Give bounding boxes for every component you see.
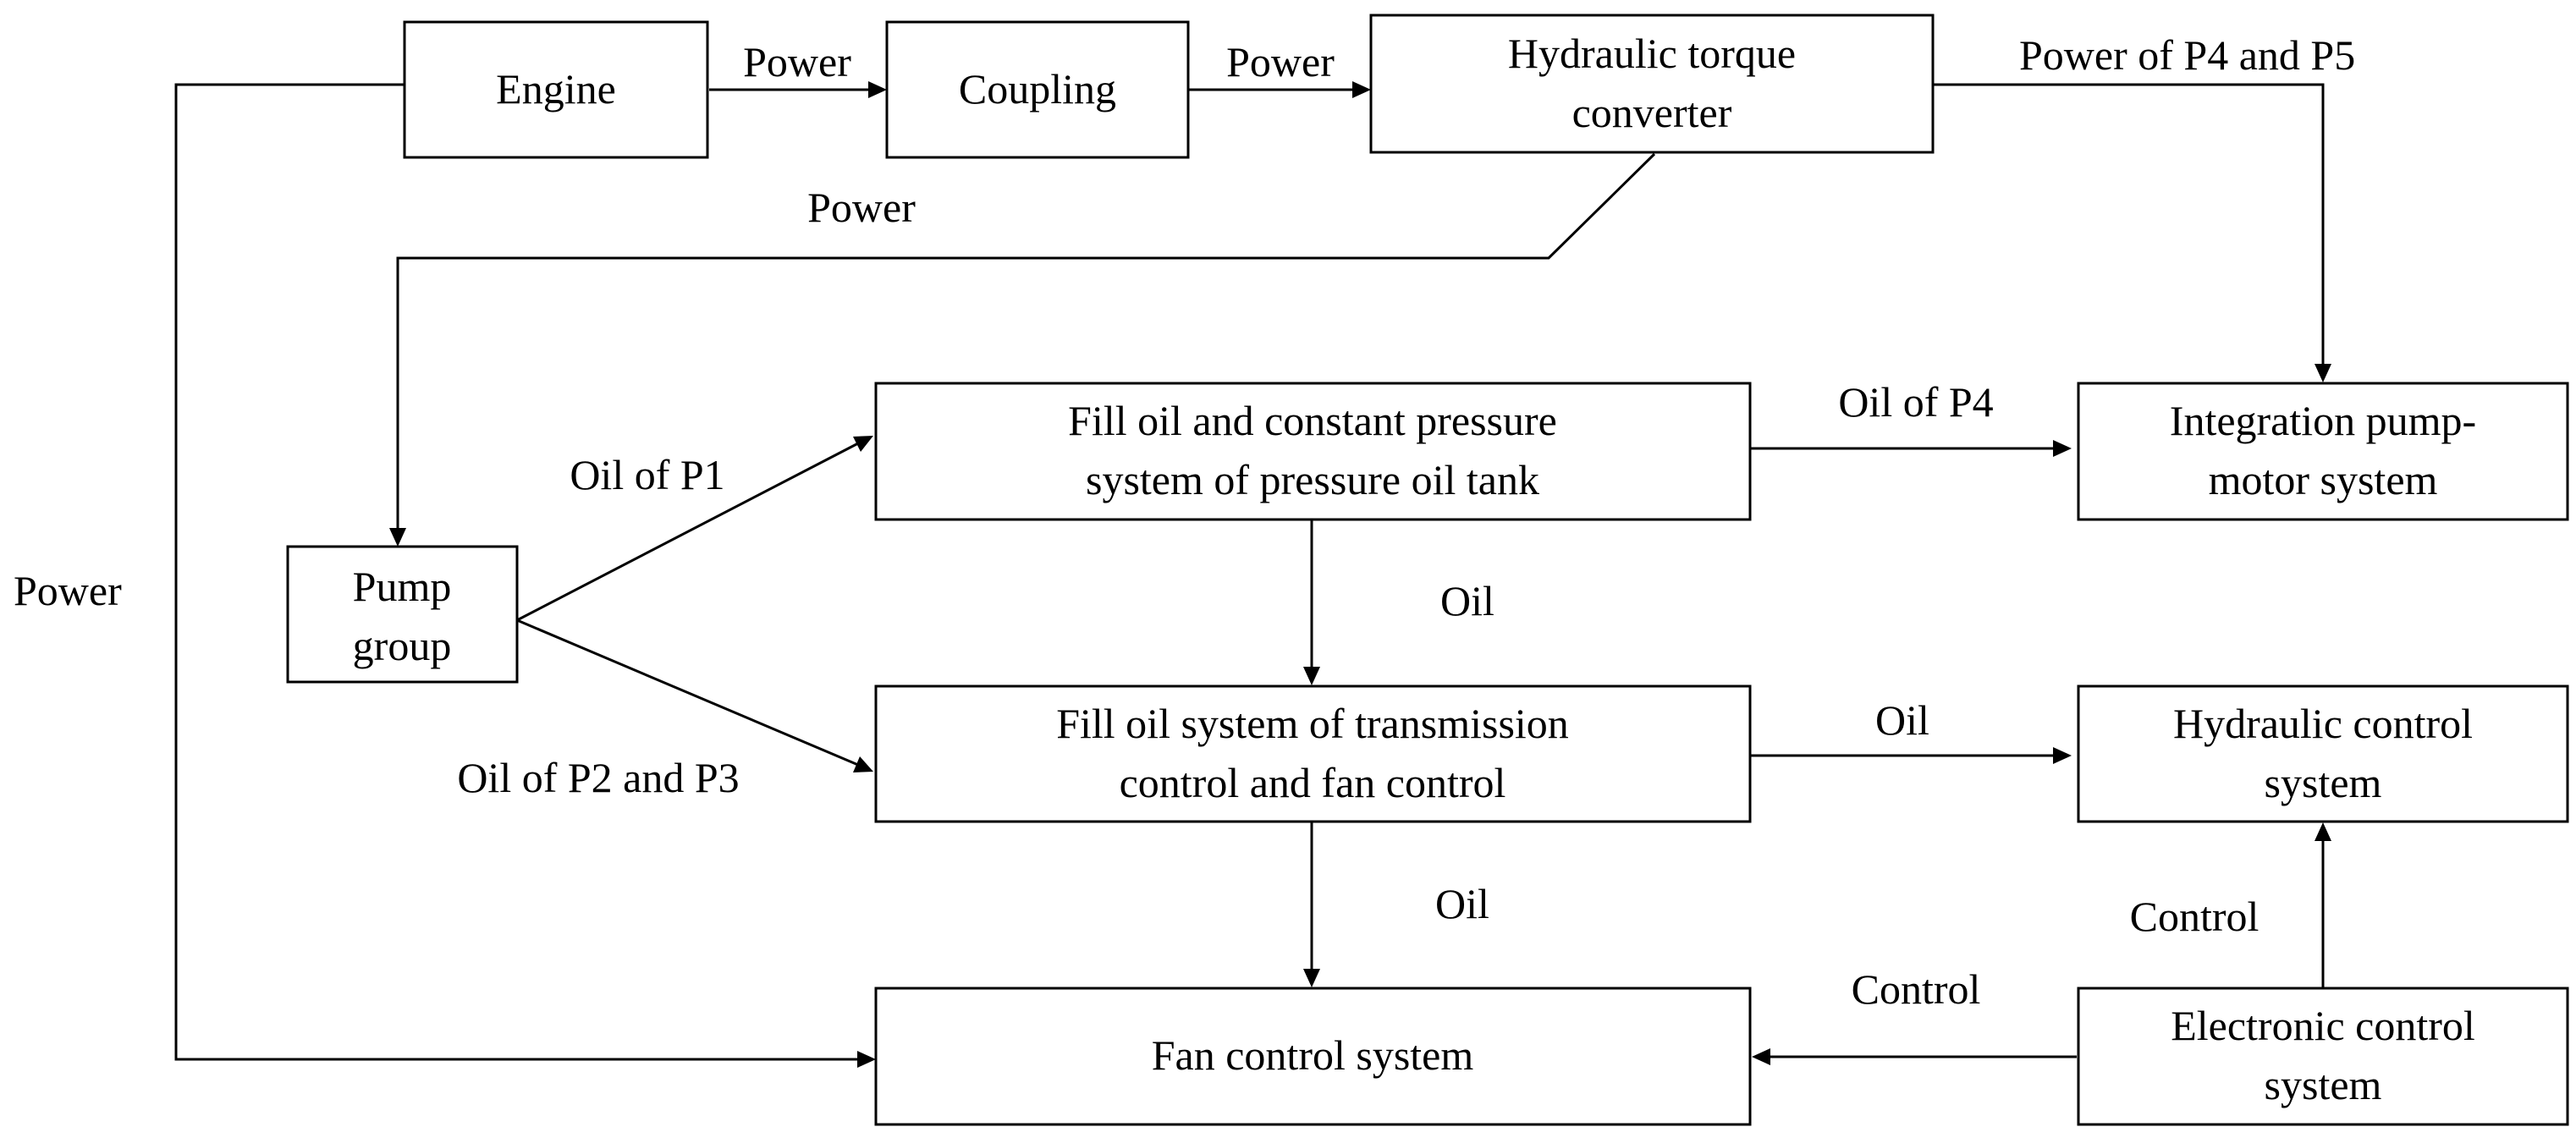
arrowhead-filltank-integration [2053, 440, 2072, 457]
label-converter-integration: Power of P4 and P5 [2019, 31, 2355, 79]
torque-converter-label-line1: Hydraulic torque [1508, 30, 1796, 77]
node-electronic-control: Electronic control system [2077, 987, 2569, 1126]
fill-oil-transmission-box [874, 684, 1752, 823]
arrowhead-converter-pump [389, 528, 406, 547]
node-integration-pump-motor: Integration pump- motor system [2077, 382, 2569, 521]
node-engine: Engine [403, 20, 709, 159]
electronic-control-box [2077, 987, 2569, 1126]
arrowhead-engine-coupling [868, 81, 887, 98]
edge-pump-filltank [516, 442, 859, 622]
label-converter-pump: Power [807, 184, 916, 231]
arrowhead-filltrans-fan [1303, 969, 1320, 987]
pump-group-label-line2: group [353, 622, 452, 669]
connectors [174, 81, 2331, 1068]
arrowhead-filltank-filltrans [1303, 667, 1320, 685]
coupling-label: Coupling [959, 65, 1116, 113]
label-pump-filltank: Oil of P1 [570, 451, 724, 498]
label-filltrans-hydraulic: Oil [1875, 696, 1929, 744]
hydraulic-control-label-line2: system [2265, 759, 2382, 806]
integration-pump-motor-label-line1: Integration pump- [2170, 397, 2476, 444]
label-electronic-fan: Control [1852, 965, 1981, 1013]
label-filltrans-fan: Oil [1435, 880, 1489, 927]
integration-pump-motor-box [2077, 382, 2569, 521]
fill-oil-pressure-tank-label-line2: system of pressure oil tank [1086, 456, 1539, 503]
arrowhead-electronic-hydraulic [2315, 822, 2331, 841]
pump-group-label-line1: Pump [353, 563, 452, 610]
fill-oil-pressure-tank-box [874, 382, 1752, 521]
node-pump-group: Pump group [286, 545, 519, 684]
engine-label: Engine [496, 65, 616, 113]
node-torque-converter: Hydraulic torque converter [1369, 14, 1935, 154]
edge-converter-pump [396, 152, 1656, 530]
fill-oil-transmission-label-line2: control and fan control [1120, 759, 1506, 806]
node-fan-control: Fan control system [874, 987, 1752, 1126]
arrowhead-pump-filltrans [853, 756, 873, 772]
edge-pump-filltrans [516, 618, 859, 767]
coupling-box [885, 20, 1190, 159]
label-filltank-integration: Oil of P4 [1838, 378, 1993, 426]
arrowhead-filltrans-hydraulic [2053, 747, 2072, 764]
engine-box [403, 20, 709, 159]
hydraulic-control-box [2077, 684, 2569, 823]
arrowhead-pump-filltank [853, 436, 873, 452]
torque-converter-label-line2: converter [1572, 89, 1732, 136]
fill-oil-transmission-label-line1: Fill oil system of transmission [1056, 700, 1569, 747]
edge-converter-integration [1933, 83, 2325, 366]
label-electronic-hydraulic: Control [2130, 893, 2260, 940]
arrowhead-converter-integration [2315, 364, 2331, 382]
hydraulic-control-label-line1: Hydraulic control [2173, 700, 2473, 747]
node-fill-oil-transmission: Fill oil system of transmission control … [874, 684, 1752, 823]
arrowhead-engine-fan [857, 1051, 876, 1068]
arrowhead-coupling-converter [1352, 81, 1371, 98]
label-engine-coupling: Power [743, 38, 851, 85]
fan-control-label: Fan control system [1152, 1031, 1474, 1079]
pump-group-box [286, 545, 519, 684]
arrowhead-electronic-fan [1752, 1048, 1770, 1065]
edge-engine-fan [174, 83, 859, 1061]
label-pump-filltrans: Oil of P2 and P3 [457, 754, 739, 801]
integration-pump-motor-label-line2: motor system [2209, 456, 2438, 503]
edge-labels: Power Power Power of P4 and P5 Power Pow… [14, 31, 2355, 1013]
label-engine-fan: Power [14, 567, 122, 614]
node-coupling: Coupling [885, 20, 1190, 159]
node-hydraulic-control: Hydraulic control system [2077, 684, 2569, 823]
electronic-control-label-line1: Electronic control [2171, 1002, 2475, 1049]
node-fill-oil-pressure-tank: Fill oil and constant pressure system of… [874, 382, 1752, 521]
label-coupling-converter: Power [1226, 38, 1335, 85]
label-filltank-filltrans: Oil [1440, 577, 1494, 624]
fan-control-box [874, 987, 1752, 1126]
fill-oil-pressure-tank-label-line1: Fill oil and constant pressure [1068, 397, 1557, 444]
torque-converter-box [1369, 14, 1935, 154]
electronic-control-label-line2: system [2265, 1061, 2382, 1108]
